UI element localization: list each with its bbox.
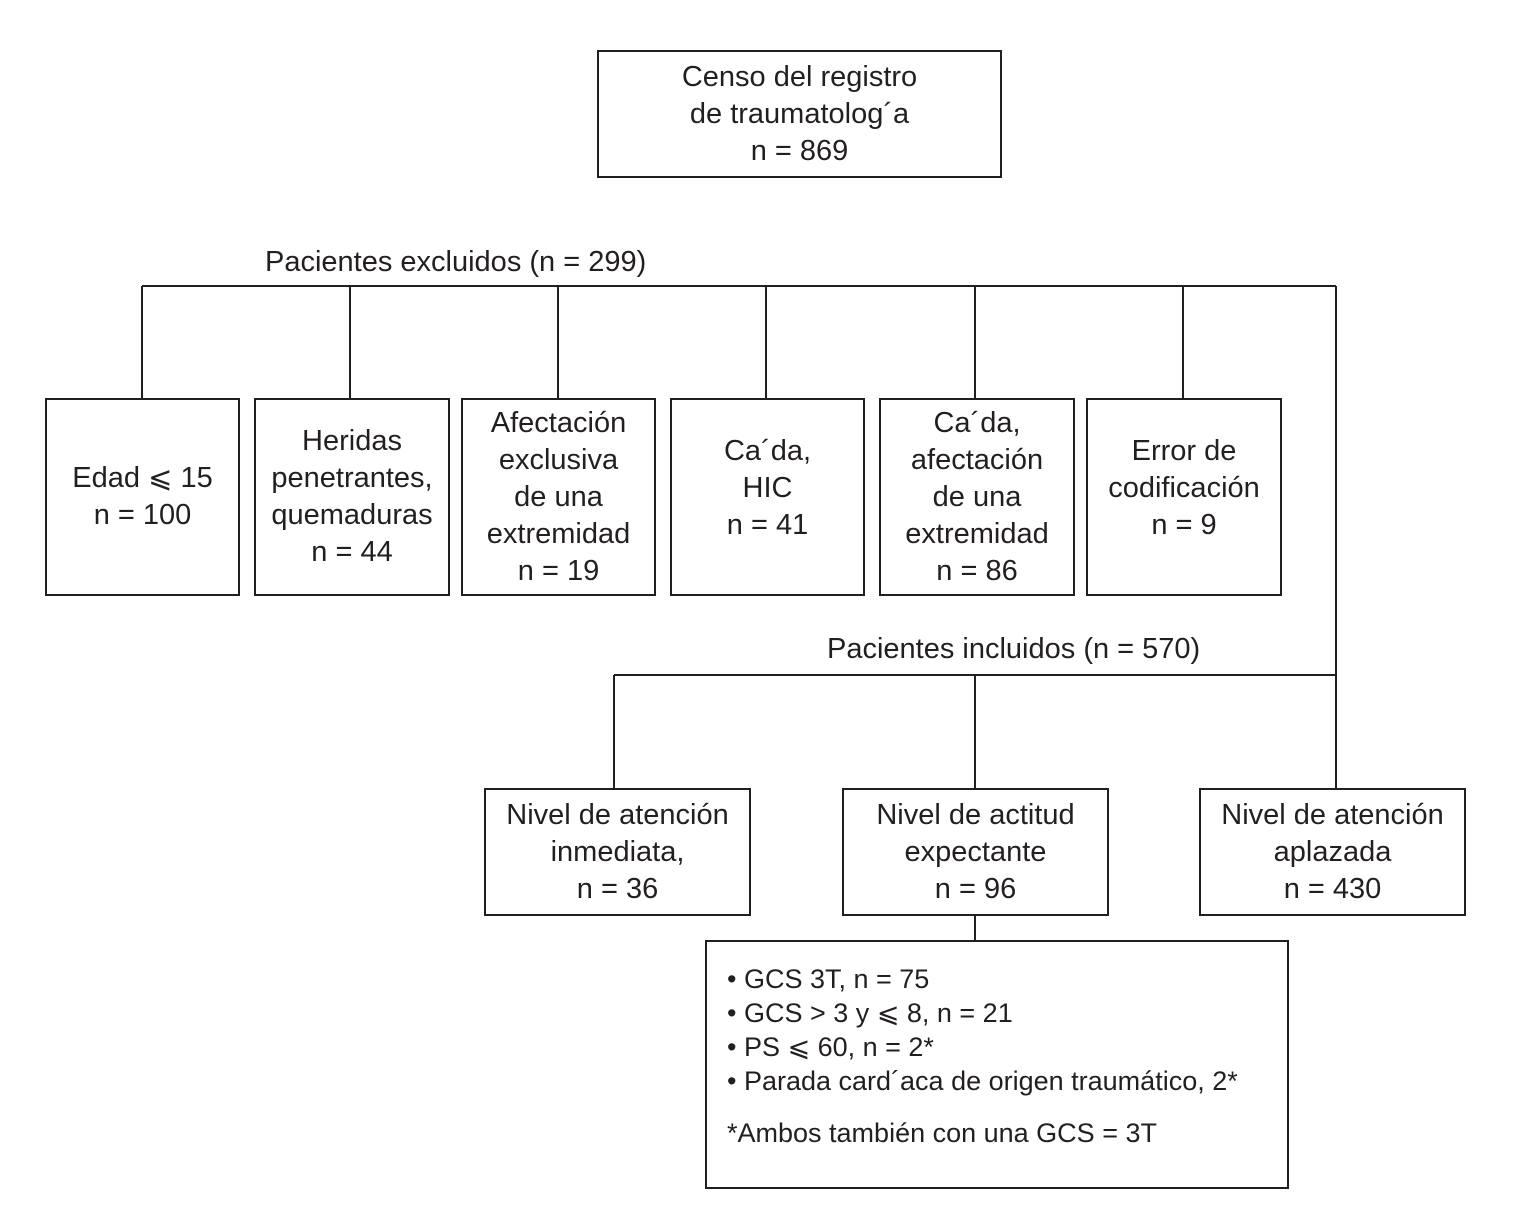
- excluded-box-line: n = 100: [93, 499, 192, 531]
- root-line-1: Censo del registro: [681, 60, 918, 93]
- excluded-box-error: Error de codificación n = 9: [1086, 398, 1282, 596]
- included-box-line: inmediata,: [550, 835, 685, 868]
- root-line-3: n = 869: [750, 134, 849, 167]
- included-box-line: n = 430: [1283, 872, 1382, 905]
- excluded-box-heridas: Heridas penetrantes, quemaduras n = 44: [254, 398, 450, 596]
- details-item: • GCS 3T, n = 75: [727, 964, 930, 994]
- details-footnote: *Ambos también con una GCS = 3T: [727, 1118, 1157, 1148]
- excluded-box-afectacion: Afectación exclusiva de una extremidad n…: [461, 398, 656, 596]
- excluded-box-line: codificación: [1108, 472, 1260, 504]
- excluded-box-line: Error de: [1131, 435, 1237, 467]
- excluded-box-caida-extremidad: Ca´da, afectación de una extremidad n = …: [879, 398, 1075, 596]
- excluded-box-line: n = 41: [726, 509, 809, 541]
- included-box-line: expectante: [904, 835, 1047, 868]
- included-box-aplazada: Nivel de atención aplazada n = 430: [1199, 788, 1466, 916]
- excluded-header: Pacientes excluidos (n = 299): [265, 246, 647, 278]
- excluded-box-line: HIC: [742, 472, 793, 504]
- excluded-box-line: Ca´da,: [933, 406, 1021, 439]
- excluded-box-line: extremidad: [905, 517, 1049, 550]
- root-line-2: de traumatolog´a: [689, 97, 910, 130]
- excluded-box-line: Heridas: [302, 425, 402, 457]
- included-box-inmediata: Nivel de atención inmediata, n = 36: [484, 788, 751, 916]
- excluded-box-line: Afectación: [490, 406, 627, 439]
- details-item: • PS ⩽ 60, n = 2*: [727, 1032, 934, 1062]
- details-item: • GCS > 3 y ⩽ 8, n = 21: [727, 998, 1013, 1028]
- root-box: Censo del registro de traumatolog´a n = …: [597, 50, 1002, 178]
- excluded-box-caida-hic: Ca´da, HIC n = 41: [670, 398, 865, 596]
- excluded-box-line: quemaduras: [271, 499, 433, 531]
- excluded-box-line: exclusiva: [498, 443, 619, 476]
- included-header: Pacientes incluidos (n = 570): [827, 633, 1201, 665]
- excluded-box-line: n = 44: [311, 536, 393, 568]
- included-box-expectante: Nivel de actitud expectante n = 96: [842, 788, 1109, 916]
- details-box: • GCS 3T, n = 75 • GCS > 3 y ⩽ 8, n = 21…: [705, 940, 1289, 1189]
- included-box-line: Nivel de atención: [1221, 798, 1444, 831]
- excluded-box-line: n = 19: [517, 554, 600, 587]
- excluded-box-edad: Edad ⩽ 15 n = 100: [45, 398, 240, 596]
- excluded-box-line: n = 86: [936, 554, 1018, 587]
- included-box-line: n = 96: [934, 872, 1017, 905]
- excluded-box-line: afectación: [910, 443, 1044, 476]
- excluded-box-line: n = 9: [1151, 509, 1217, 541]
- excluded-box-line: de una: [514, 480, 603, 513]
- excluded-box-line: penetrantes,: [271, 462, 433, 494]
- included-box-line: Nivel de atención: [506, 798, 729, 831]
- included-box-line: Nivel de actitud: [876, 798, 1075, 831]
- details-item: • Parada card´aca de origen traumático, …: [727, 1066, 1238, 1096]
- included-box-line: aplazada: [1273, 835, 1392, 868]
- included-box-line: n = 36: [576, 872, 659, 905]
- excluded-box-line: Edad ⩽ 15: [72, 462, 213, 494]
- excluded-box-line: Ca´da,: [723, 435, 812, 467]
- excluded-box-line: extremidad: [486, 517, 631, 550]
- excluded-box-line: de una: [932, 480, 1022, 513]
